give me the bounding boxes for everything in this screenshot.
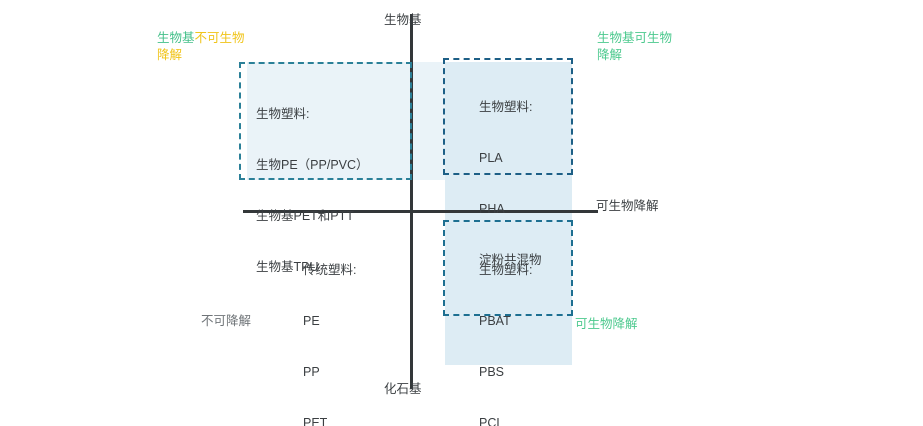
quadrant-fill-top-left <box>247 62 412 180</box>
corner-label-top-right: 生物基可生物降解 <box>597 31 673 62</box>
quadrant-item: PBAT <box>479 314 511 328</box>
axis-label-top: 生物基 <box>384 13 422 27</box>
quadrant-item: 淀粉共混物 <box>479 253 542 267</box>
quadrant-item: PBS <box>479 365 505 379</box>
corner-label-bottom-left: 不可降解 <box>201 314 252 328</box>
quadrant-item: PCL <box>479 416 504 426</box>
quadrant-item: 生物PE（PP/PVC） <box>256 158 369 172</box>
quadrant-text-bottom-right: 生物塑料: PBAT PBS PCL <box>479 228 532 426</box>
quadrant-heading: 传统塑料: <box>303 263 357 277</box>
quadrant-item: PHA <box>479 202 505 216</box>
quadrant-text-top-right: 生物塑料: PLA PHA 淀粉共混物 <box>479 65 542 303</box>
corner-label-bottom-right: 可生物降解 <box>575 317 638 331</box>
quadrant-item: 生物基TPU <box>256 260 319 274</box>
corner-label-top-left: 生物基不可生物降解 <box>157 30 253 64</box>
quadrant-heading: 生物塑料: <box>479 263 533 277</box>
quadrant-item: PLA <box>479 151 503 165</box>
quadrant-item: PE <box>303 314 320 328</box>
quadrant-heading: 生物塑料: <box>479 100 533 114</box>
quadrant-heading: 生物塑料: <box>256 107 310 121</box>
quadrant-box-bottom-right <box>443 220 573 316</box>
vertical-axis <box>410 14 413 389</box>
horizontal-axis <box>243 210 598 213</box>
axis-label-right: 可生物降解 <box>596 199 659 213</box>
quadrant-item: PP <box>303 365 320 379</box>
quadrant-text-top-left: 生物塑料: 生物PE（PP/PVC） 生物基PET和PTT 生物基TPU <box>256 72 369 310</box>
quadrant-box-top-left <box>239 62 412 180</box>
quadrant-box-top-right <box>443 58 573 175</box>
quadrant-item: PET <box>303 416 328 426</box>
quadrant-item: 生物基PET和PTT <box>256 209 354 223</box>
corner-label-top-left-biobased: 生物基 <box>157 31 195 45</box>
quadrant-text-bottom-left: 传统塑料: PE PP PET <box>303 228 356 426</box>
corner-label-top-left-nonbiodegradable: 不可生物降解 <box>157 31 245 62</box>
axis-label-bottom: 化石基 <box>384 382 422 396</box>
quadrant-fill-top-center <box>412 62 445 180</box>
